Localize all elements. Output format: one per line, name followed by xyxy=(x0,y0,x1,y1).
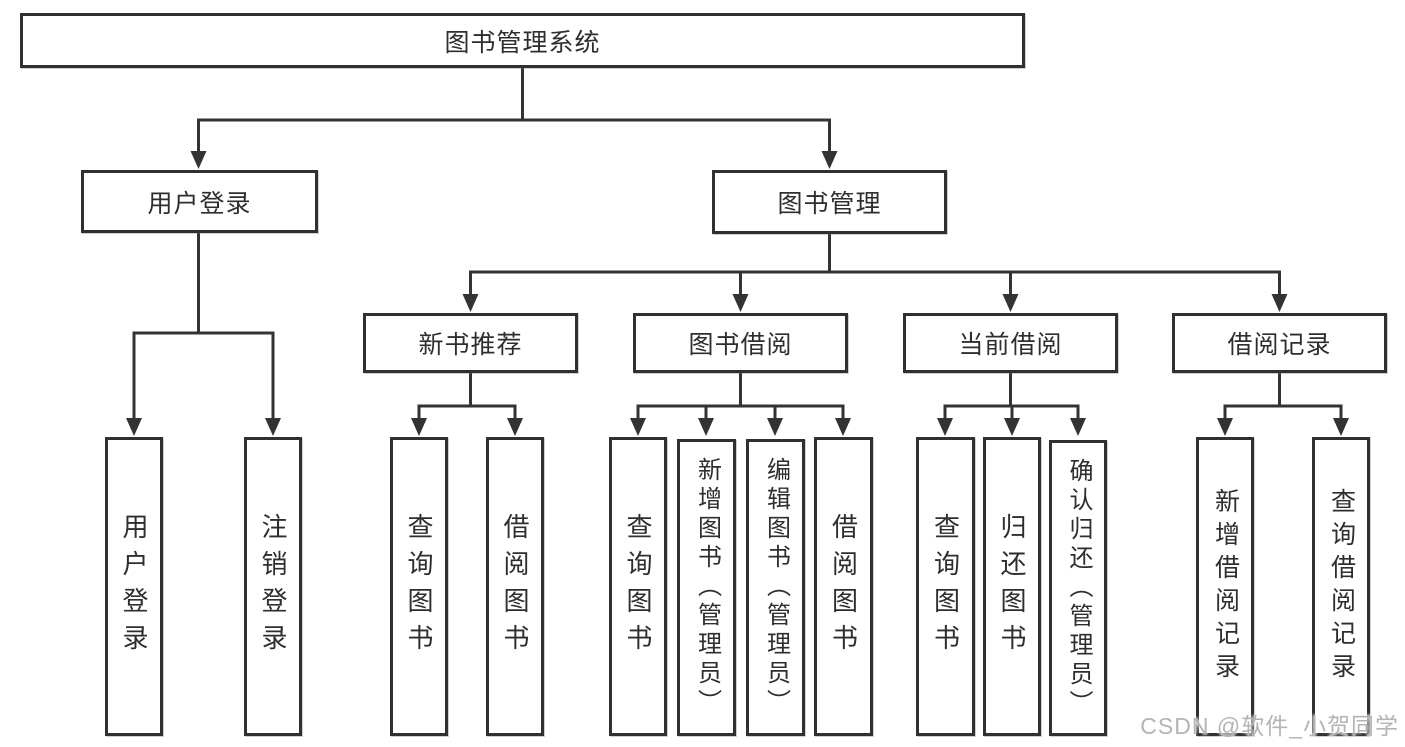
node-root: 图书管理系统 xyxy=(20,13,1025,68)
leaf-nb-query-books: 查询图书 xyxy=(390,437,448,736)
node-root-label: 图书管理系统 xyxy=(444,28,601,57)
leaf-user-login-label: 用户登录 xyxy=(119,512,149,661)
node-book-borrowing-label: 图书借阅 xyxy=(688,331,793,359)
leaf-bb-add-books-admin: 新增图书（管理员） xyxy=(677,439,736,736)
leaf-bb-edit-books-admin-label: 编辑图书（管理员） xyxy=(762,457,790,718)
csdn-watermark: CSDN @软件_小贺同学 xyxy=(1140,713,1399,739)
node-user-login: 用户登录 xyxy=(81,170,318,233)
leaf-bb-edit-books-admin: 编辑图书（管理员） xyxy=(746,439,805,736)
node-book-borrowing: 图书借阅 xyxy=(633,313,848,373)
leaf-br-add-record-label: 新增借阅记录 xyxy=(1211,487,1240,686)
leaf-cb-confirm-return-admin-label: 确认归还（管理员） xyxy=(1065,457,1092,719)
leaf-logout-label: 注销登录 xyxy=(258,512,288,661)
leaf-br-query-record: 查询借阅记录 xyxy=(1312,437,1370,736)
leaf-bb-add-books-admin-label: 新增图书（管理员） xyxy=(693,457,721,718)
node-borrowing-records: 借阅记录 xyxy=(1172,313,1387,373)
leaf-br-query-record-label: 查询借阅记录 xyxy=(1327,487,1356,686)
leaf-nb-borrow-books-label: 借阅图书 xyxy=(500,512,530,661)
node-current-borrowing: 当前借阅 xyxy=(903,313,1118,373)
leaf-br-add-record: 新增借阅记录 xyxy=(1196,437,1254,736)
leaf-cb-return-books-label: 归还图书 xyxy=(997,512,1027,661)
node-new-book-recommend-label: 新书推荐 xyxy=(418,331,523,359)
node-book-management: 图书管理 xyxy=(712,170,947,234)
node-current-borrowing-label: 当前借阅 xyxy=(958,331,1063,359)
node-user-login-label: 用户登录 xyxy=(147,189,252,218)
leaf-bb-query-books-label: 查询图书 xyxy=(623,512,653,661)
tree-edges xyxy=(132,68,1343,421)
leaf-bb-query-books: 查询图书 xyxy=(609,437,667,736)
leaf-cb-return-books: 归还图书 xyxy=(983,437,1041,736)
leaf-user-login: 用户登录 xyxy=(105,437,163,736)
node-book-management-label: 图书管理 xyxy=(777,190,882,218)
leaf-nb-query-books-label: 查询图书 xyxy=(404,512,434,661)
leaf-cb-confirm-return-admin: 确认归还（管理员） xyxy=(1049,440,1107,736)
node-new-book-recommend: 新书推荐 xyxy=(363,313,578,373)
leaf-logout: 注销登录 xyxy=(244,437,302,736)
leaf-cb-query-books: 查询图书 xyxy=(916,437,975,736)
leaf-bb-borrow-books: 借阅图书 xyxy=(814,437,873,736)
leaf-nb-borrow-books: 借阅图书 xyxy=(486,437,544,736)
leaf-cb-query-books-label: 查询图书 xyxy=(930,512,961,661)
leaf-bb-borrow-books-label: 借阅图书 xyxy=(828,512,859,661)
node-borrowing-records-label: 借阅记录 xyxy=(1227,331,1332,359)
